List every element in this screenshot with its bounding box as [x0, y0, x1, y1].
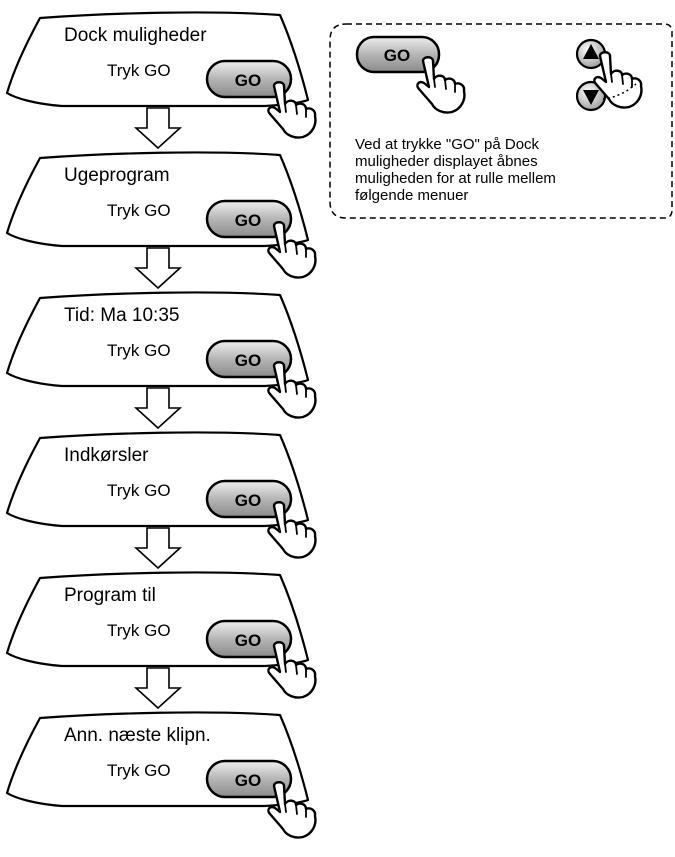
panel-title: Tid: Ma 10:35 [64, 305, 179, 326]
flow-arrow-icon [133, 247, 183, 290]
note-line-4: følgende menuer [355, 187, 468, 204]
panel-instruction: Tryk GO [107, 761, 171, 780]
note-line-3: muligheden for at rulle mellem [355, 170, 556, 187]
flow-arrow-icon [133, 667, 183, 710]
up-arrow-icon [583, 44, 599, 59]
go-button-label: GO [235, 211, 261, 230]
go-button[interactable]: GO [205, 59, 293, 99]
panel-title: Dock muligheder [64, 25, 207, 46]
go-button-label: GO [235, 71, 261, 90]
info-box: GO Ved at trykke "GO" på Dock muligheder… [329, 23, 673, 219]
panel-title: Program til [64, 585, 156, 606]
go-button[interactable]: GO [205, 339, 293, 379]
panel-instruction: Tryk GO [107, 621, 171, 640]
flow-arrow-icon [133, 387, 183, 430]
go-button-label: GO [235, 491, 261, 510]
up-arrow-button[interactable] [575, 38, 607, 70]
go-button[interactable]: GO [205, 199, 293, 239]
down-arrow-button[interactable] [575, 80, 607, 112]
go-button[interactable]: GO [205, 619, 293, 659]
go-button[interactable]: GO [205, 479, 293, 519]
note-line-1: Ved at trykke "GO" på Dock [355, 136, 540, 153]
panel-instruction: Tryk GO [107, 341, 171, 360]
panel-title: Indkørsler [64, 445, 149, 466]
display-panel: Ann. næste klipn. Tryk GO GO [5, 711, 317, 839]
panel-instruction: Tryk GO [107, 61, 171, 80]
panel-instruction: Tryk GO [107, 481, 171, 500]
go-button-example[interactable]: GO [355, 35, 441, 74]
go-button[interactable]: GO [205, 759, 293, 799]
panel-instruction: Tryk GO [107, 201, 171, 220]
go-button-label: GO [235, 351, 261, 370]
pointing-hand-icon [416, 56, 466, 114]
panel-title: Ugeprogram [64, 165, 170, 186]
flow-arrow-icon [133, 527, 183, 570]
note-line-2: muligheder displayet åbnes [355, 153, 538, 170]
panel-title: Ann. næste klipn. [64, 725, 211, 746]
go-button-label: GO [384, 46, 410, 65]
go-button-label: GO [235, 631, 261, 650]
dotted-motion-line [602, 83, 637, 100]
go-button-label: GO [235, 771, 261, 790]
down-arrow-icon [583, 90, 599, 105]
flow-arrow-icon [133, 107, 183, 150]
